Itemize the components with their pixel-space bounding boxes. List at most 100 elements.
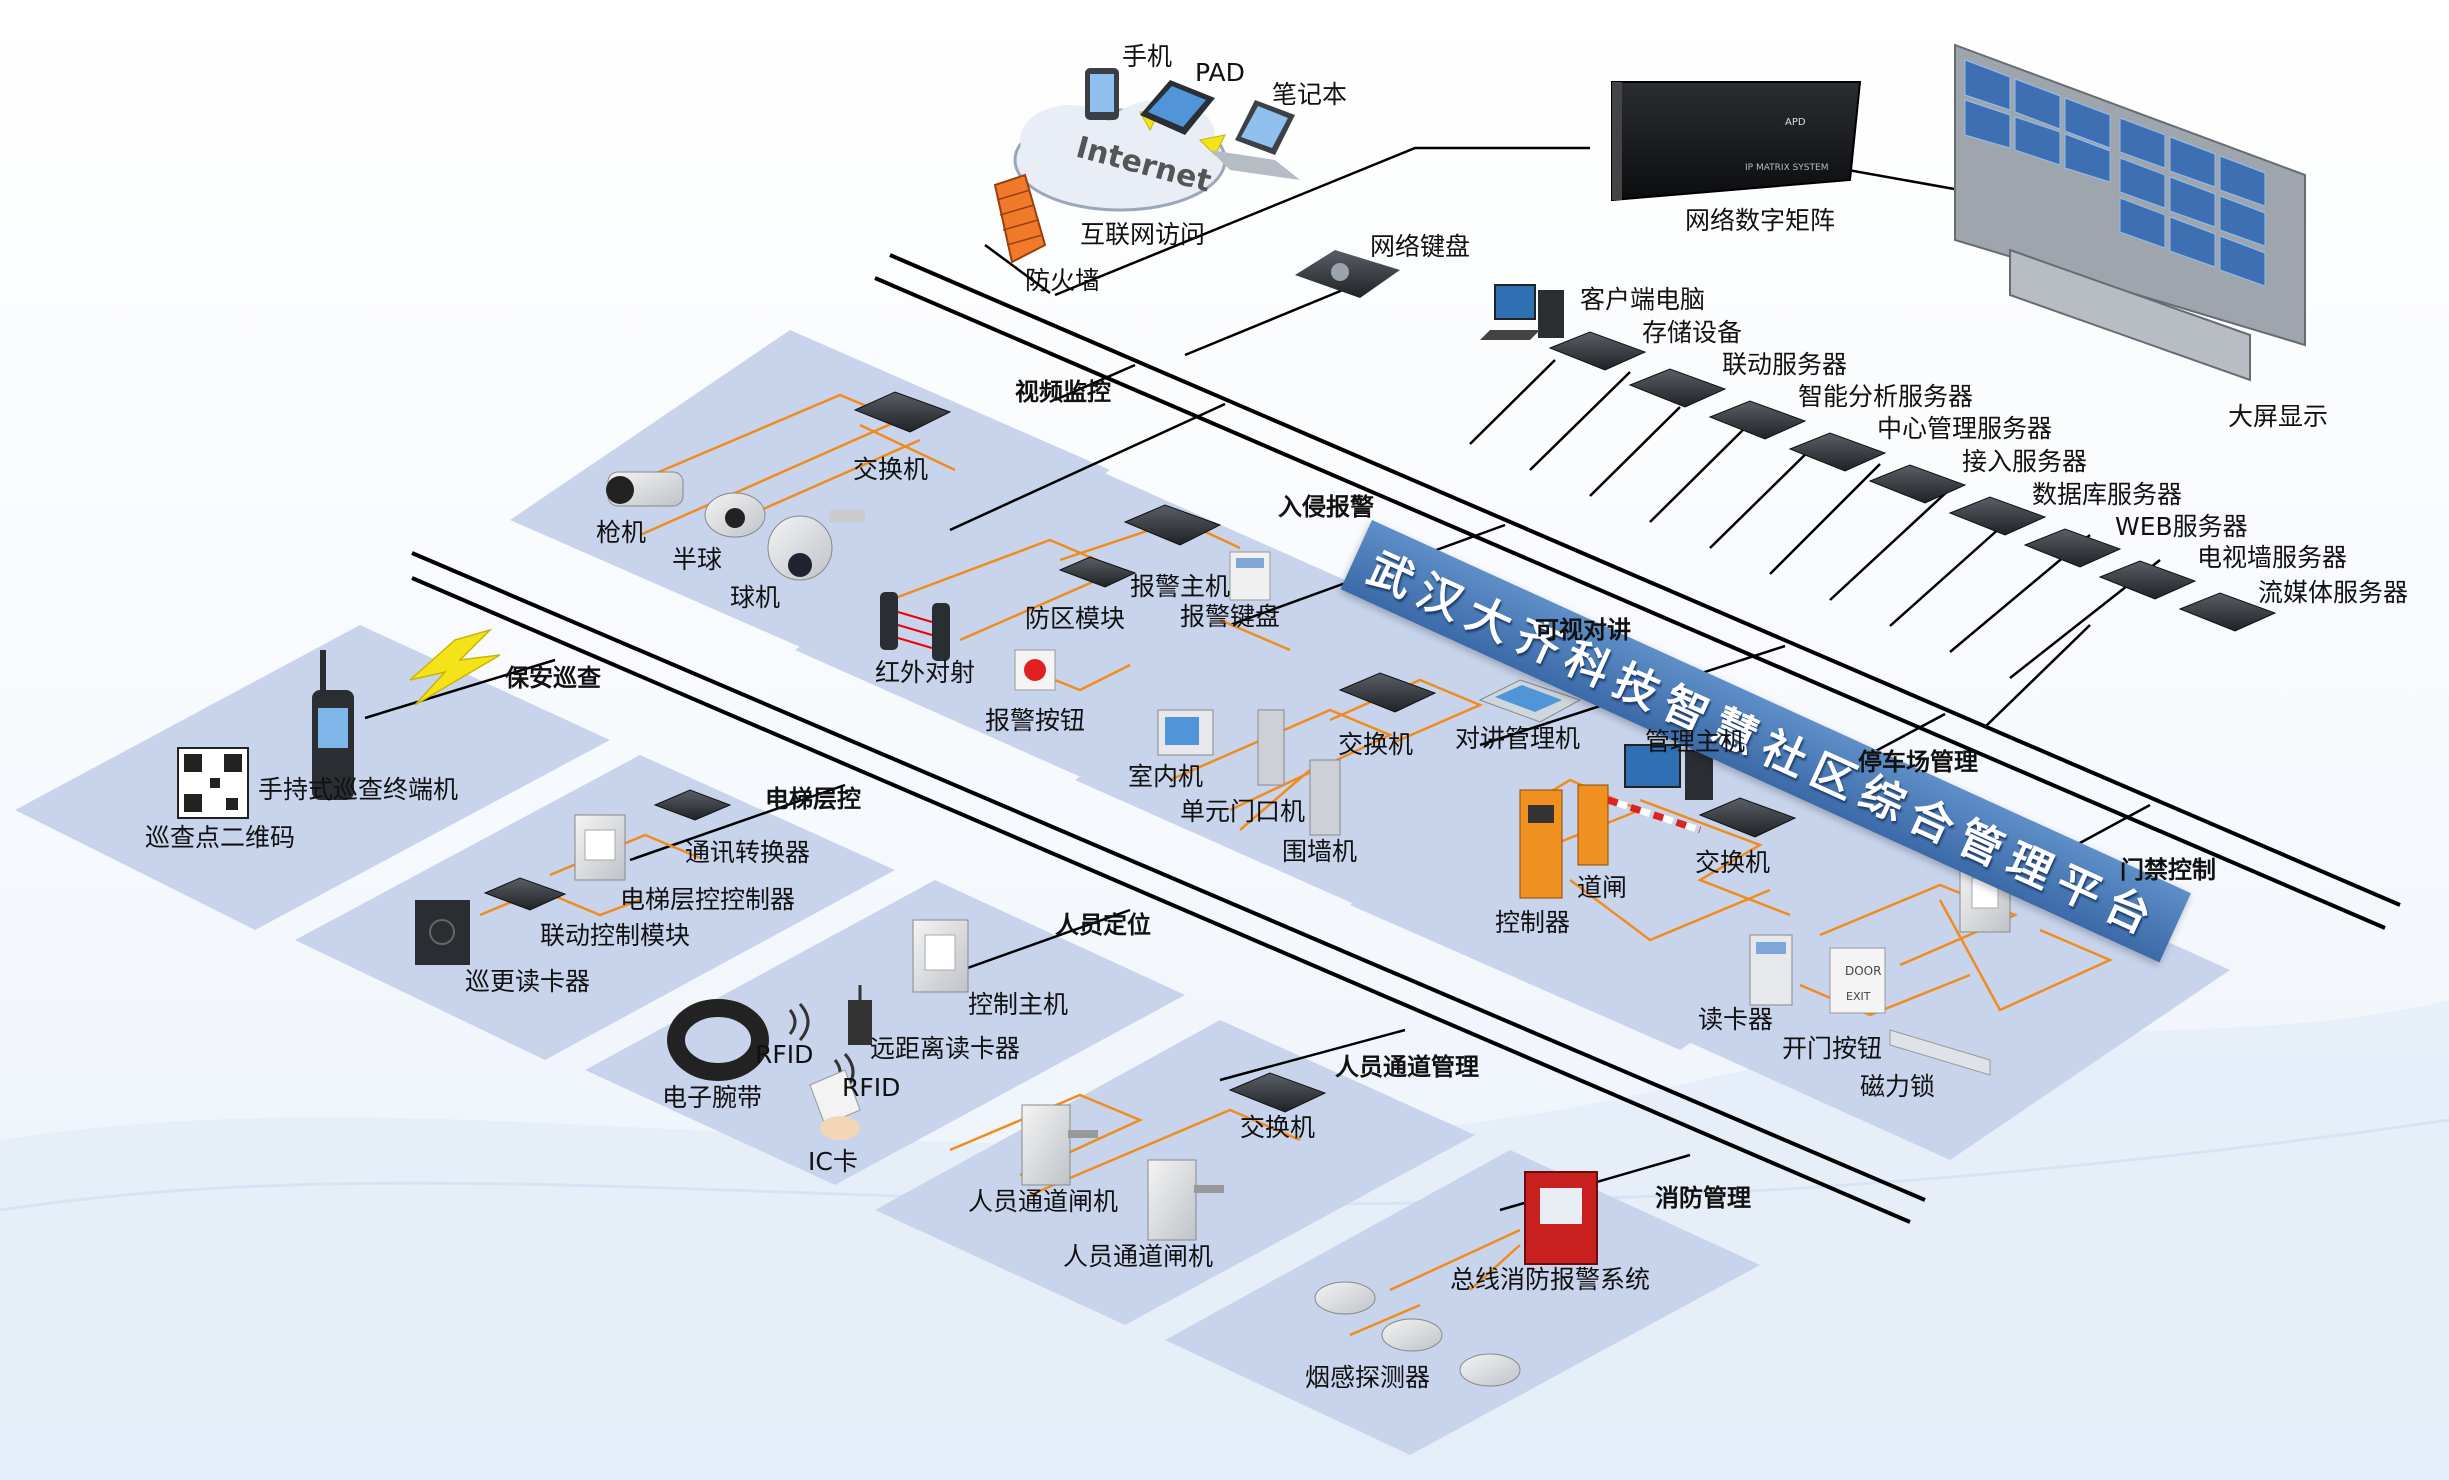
label-intercom-manager: 对讲管理机 [1455, 724, 1581, 753]
label-laptop: 笔记本 [1272, 80, 1348, 109]
panel-fire [1165, 1150, 1760, 1455]
label-server-7: 数据库服务器 [2032, 480, 2183, 509]
section-intrusion-title: 入侵报警 [1278, 493, 1374, 521]
bullet-camera-icon [606, 471, 684, 507]
label-qr: 巡查点二维码 [145, 823, 296, 852]
label-intercom-switch: 交换机 [1338, 730, 1414, 759]
access-server-icon [1868, 464, 1967, 504]
alarm-button-icon [1014, 649, 1056, 691]
section-parking-title: 停车场管理 [1858, 748, 1978, 776]
intercom-switch-icon [1338, 672, 1437, 713]
label-network-keyboard: 网络键盘 [1370, 232, 1471, 261]
panel-video [510, 330, 1110, 660]
magnetic-lock-icon [1889, 1029, 1991, 1076]
section-access-title: 门禁控制 [2120, 856, 2216, 884]
label-gate-1: 人员通道闸机 [968, 1187, 1119, 1216]
label-patrol-reader: 巡更读卡器 [465, 967, 591, 996]
label-server-8: WEB服务器 [2115, 512, 2248, 541]
patrol-reader-icon [415, 900, 470, 965]
section-patrol-title: 保安巡查 [505, 664, 601, 692]
label-ptz: 球机 [730, 583, 781, 612]
matrix-panel-text: IP MATRIX SYSTEM [1745, 163, 1828, 173]
door-label: DOOR [1845, 964, 1881, 978]
qr-code-icon [177, 747, 249, 819]
firewall-icon [993, 173, 1047, 264]
label-rfid-2: RFID [842, 1073, 901, 1102]
label-wall-station: 围墙机 [1282, 837, 1358, 866]
label-parking-controller: 控制器 [1495, 908, 1571, 937]
linkage-server-icon [1628, 368, 1727, 408]
label-wristband: 电子腕带 [662, 1083, 763, 1112]
passage-switch-icon [1228, 1072, 1327, 1113]
ptz-camera-icon [767, 510, 865, 581]
fire-alarm-panel-icon [1524, 1171, 1598, 1265]
label-handheld: 手持式巡查终端机 [258, 775, 459, 804]
turnstile-icon-1 [1021, 1104, 1098, 1186]
web-server-icon [2023, 528, 2122, 568]
elevator-controller-icon [574, 814, 626, 881]
label-smoke-detector: 烟感探测器 [1305, 1363, 1431, 1392]
database-server-icon [1948, 496, 2047, 536]
digital-matrix-icon [1611, 81, 1862, 202]
tvwall-server-icon [2098, 560, 2197, 600]
section-positioning-title: 人员定位 [1055, 911, 1151, 939]
label-infrared: 红外对射 [875, 658, 976, 687]
label-internet-access: 互联网访问 [1080, 220, 1206, 249]
label-barrier-gate: 道闸 [1577, 873, 1628, 902]
label-alarm-keyboard: 报警键盘 [1180, 602, 1281, 631]
unit-door-station-icon [1257, 709, 1285, 786]
client-pc-icon [1480, 284, 1564, 340]
label-gate-2: 人员通道闸机 [1063, 1242, 1214, 1271]
label-control-host: 控制主机 [968, 990, 1069, 1019]
panel-elevator [295, 755, 895, 1060]
label-big-screen: 大屏显示 [2228, 402, 2329, 431]
label-unit-door: 单元门口机 [1180, 797, 1306, 826]
panel-positioning [585, 880, 1185, 1185]
label-digital-matrix: 网络数字矩阵 [1685, 206, 1836, 235]
label-alarm-button: 报警按钮 [985, 706, 1086, 735]
alarm-host-icon [1123, 504, 1222, 546]
exit-button-icon [1829, 947, 1886, 1014]
label-server-5: 中心管理服务器 [1877, 414, 2053, 443]
label-server-4: 智能分析服务器 [1798, 382, 1974, 411]
label-server-3: 联动服务器 [1722, 350, 1848, 379]
label-parking-switch: 交换机 [1695, 848, 1771, 877]
label-server-9: 电视墙服务器 [2197, 543, 2348, 572]
label-server-10: 流媒体服务器 [2258, 578, 2409, 607]
section-video-title: 视频监控 [1015, 378, 1111, 406]
video-wall-icon [1954, 43, 2306, 382]
label-long-range-reader: 远距离读卡器 [870, 1034, 1021, 1063]
label-firewall: 防火墙 [1025, 266, 1101, 295]
section-elevator-title: 电梯层控 [765, 785, 861, 813]
label-rfid-1: RFID [755, 1040, 814, 1069]
label-video-switch: 交换机 [853, 455, 929, 484]
streaming-server-icon [2178, 592, 2277, 632]
parking-controller-icon [1519, 789, 1563, 899]
parking-host-icon [1624, 744, 1713, 800]
label-server-2: 存储设备 [1642, 318, 1743, 347]
label-mag-lock: 磁力锁 [1860, 1072, 1936, 1101]
label-fire-system: 总线消防报警系统 [1450, 1265, 1651, 1294]
smoke-detector-icon [1314, 1281, 1521, 1387]
laptop-icon [1210, 100, 1300, 180]
dome-camera-icon [704, 492, 766, 538]
label-ic-card: IC卡 [808, 1147, 858, 1176]
section-intercom-title: 可视对讲 [1535, 616, 1631, 644]
card-reader-icon [1749, 934, 1793, 1006]
exit-label: EXIT [1846, 990, 1871, 1003]
label-parking-host: 管理主机 [1645, 727, 1746, 756]
storage-device-icon [1548, 331, 1647, 371]
indoor-unit-icon [1157, 709, 1214, 756]
ic-card-icon [809, 1069, 861, 1140]
label-zone-module: 防区模块 [1025, 604, 1126, 633]
label-alarm-host: 报警主机 [1130, 572, 1231, 601]
long-range-reader-icon [848, 985, 872, 1045]
panel-intrusion [795, 460, 1390, 790]
turnstile-icon-2 [1147, 1159, 1224, 1241]
matrix-brand: APD [1785, 117, 1806, 128]
label-card-reader: 读卡器 [1698, 1005, 1774, 1034]
wristband-icon [667, 999, 769, 1081]
label-dome: 半球 [672, 545, 723, 574]
